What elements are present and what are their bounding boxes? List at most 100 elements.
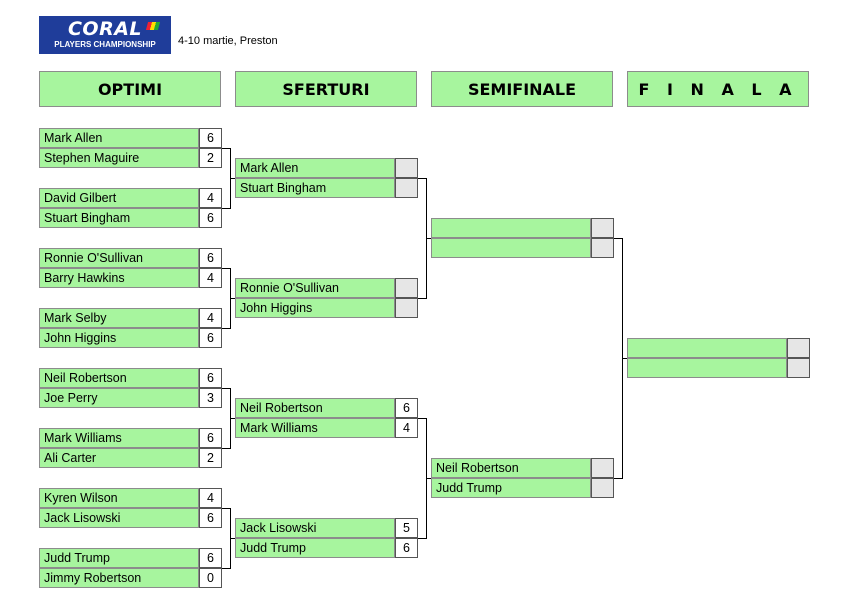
player-slot: Judd Trump <box>431 478 614 498</box>
bracket-connector-line <box>222 448 230 449</box>
bracket-connector-line <box>418 178 426 179</box>
player-score: 6 <box>395 398 418 418</box>
round-header-optimi: OPTIMI <box>39 71 221 107</box>
player-name: Stephen Maguire <box>39 148 199 168</box>
round-header-semifinale: SEMIFINALE <box>431 71 613 107</box>
player-name: Stuart Bingham <box>39 208 199 228</box>
player-name: Neil Robertson <box>431 458 591 478</box>
player-slot <box>627 338 810 358</box>
player-score: 2 <box>199 448 222 468</box>
player-score: 6 <box>199 248 222 268</box>
bracket-connector-line <box>230 538 235 539</box>
bracket-connector-line <box>230 298 235 299</box>
player-name: Ronnie O'Sullivan <box>235 278 395 298</box>
player-score <box>395 278 418 298</box>
player-name: Neil Robertson <box>39 368 199 388</box>
round-header-finala: F I N A L A <box>627 71 809 107</box>
bracket-connector-line <box>230 418 235 419</box>
bracket-connector-line <box>622 358 627 359</box>
player-score <box>395 178 418 198</box>
bracket-connector-line <box>614 238 622 239</box>
player-name: David Gilbert <box>39 188 199 208</box>
player-slot <box>627 358 810 378</box>
logo-subtitle: PLAYERS CHAMPIONSHIP <box>54 40 156 49</box>
player-score: 6 <box>199 208 222 228</box>
player-name: Ronnie O'Sullivan <box>39 248 199 268</box>
bracket-connector-line <box>222 568 230 569</box>
player-slot: John Higgins <box>235 298 418 318</box>
player-score: 4 <box>199 308 222 328</box>
bracket-connector-line <box>222 328 230 329</box>
bracket-connector-line <box>418 298 426 299</box>
player-score: 6 <box>199 548 222 568</box>
player-name: John Higgins <box>235 298 395 318</box>
player-score: 6 <box>199 368 222 388</box>
bracket-connector-line <box>418 538 426 539</box>
player-name: Jimmy Robertson <box>39 568 199 588</box>
player-name: Judd Trump <box>431 478 591 498</box>
bracket-connector-line <box>418 418 426 419</box>
player-name: Mark Allen <box>235 158 395 178</box>
player-name <box>431 218 591 238</box>
player-score: 0 <box>199 568 222 588</box>
player-score <box>591 238 614 258</box>
player-score: 4 <box>395 418 418 438</box>
player-name: Kyren Wilson <box>39 488 199 508</box>
player-slot: Ronnie O'Sullivan <box>235 278 418 298</box>
player-score: 4 <box>199 488 222 508</box>
player-score: 2 <box>199 148 222 168</box>
player-name: Judd Trump <box>235 538 395 558</box>
bracket-connector-line <box>614 478 622 479</box>
player-score: 4 <box>199 268 222 288</box>
round-header-sferturi: SFERTURI <box>235 71 417 107</box>
player-slot: Mark Allen <box>235 158 418 178</box>
player-name: Mark Allen <box>39 128 199 148</box>
bracket-connector-line <box>230 178 235 179</box>
player-slot: Neil Robertson <box>431 458 614 478</box>
flag-icon <box>145 22 161 30</box>
player-score <box>395 298 418 318</box>
player-score <box>787 358 810 378</box>
player-name: Barry Hawkins <box>39 268 199 288</box>
player-name: Mark Selby <box>39 308 199 328</box>
player-score: 6 <box>199 508 222 528</box>
player-slot: Stuart Bingham <box>235 178 418 198</box>
player-score: 6 <box>199 428 222 448</box>
logo-brand: CORAL <box>67 18 143 40</box>
bracket-connector-line <box>222 508 230 509</box>
player-name <box>627 338 787 358</box>
player-score <box>591 458 614 478</box>
player-score: 6 <box>199 328 222 348</box>
player-score: 3 <box>199 388 222 408</box>
bracket-connector-line <box>426 238 431 239</box>
player-name: Jack Lisowski <box>235 518 395 538</box>
player-name: John Higgins <box>39 328 199 348</box>
player-score: 4 <box>199 188 222 208</box>
player-name <box>431 238 591 258</box>
player-slot <box>431 238 614 258</box>
player-name: Joe Perry <box>39 388 199 408</box>
bracket-connector-line <box>222 148 230 149</box>
player-slot <box>431 218 614 238</box>
player-name: Jack Lisowski <box>39 508 199 528</box>
event-dates-location: 4-10 martie, Preston <box>178 35 278 47</box>
player-score: 6 <box>199 128 222 148</box>
player-name: Neil Robertson <box>235 398 395 418</box>
player-score <box>395 158 418 178</box>
player-score: 5 <box>395 518 418 538</box>
